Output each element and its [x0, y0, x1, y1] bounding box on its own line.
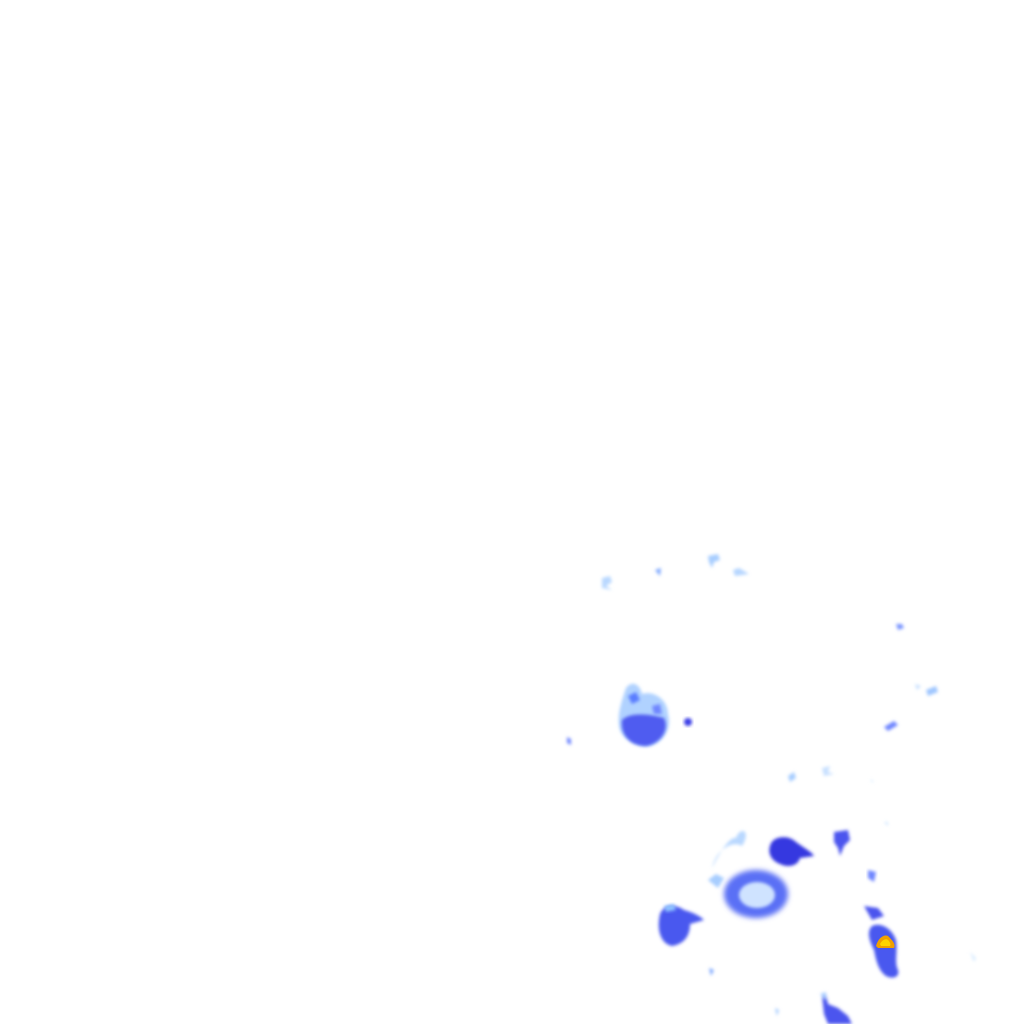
- precip-cell-scatter-top: [567, 554, 976, 1016]
- precip-cell-south-edge: [820, 992, 852, 1024]
- precip-cell-northeast: [834, 830, 850, 856]
- precip-cell-ring: [708, 831, 788, 918]
- precip-cell-center: [769, 837, 814, 866]
- precip-cell-southeast: [864, 870, 899, 978]
- precip-cell-southwest: [658, 904, 704, 946]
- precip-cell-west: [618, 683, 692, 747]
